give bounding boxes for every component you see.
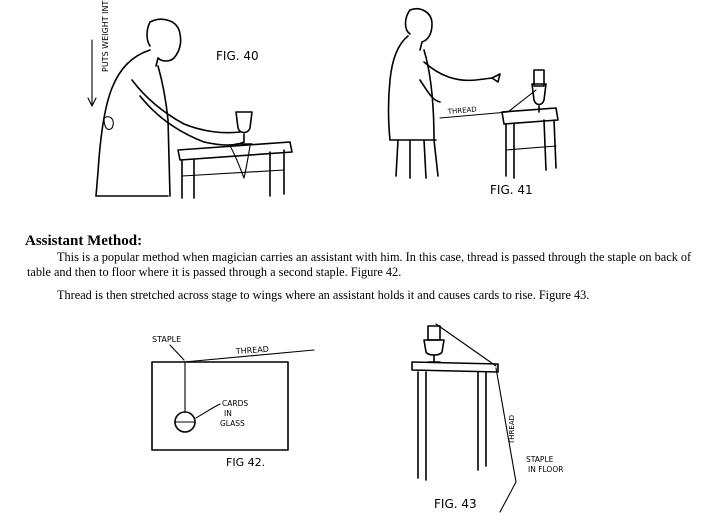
fig43-thread-wing [499,481,517,513]
fig40-arm-upper [131,79,241,134]
fig42-staple-pointer [169,344,185,361]
fig41-arm-right [423,61,493,82]
fig43-thread-label: THREAD [508,415,516,445]
fig41-caption: FIG. 41 [490,183,533,197]
fig41-back [387,35,409,141]
fig42-cards-pointer [195,403,221,419]
fig41-hair [404,9,411,35]
fig40-glass-stem [235,133,253,145]
fig40-back [95,49,151,197]
paragraph-1: This is a popular method when magician c… [27,250,692,279]
fig43-table-legs [417,371,487,481]
fig40-side-note: PUTS WEIGHT INTO POCKET [101,0,110,72]
fig41-glass-bowl [531,83,547,106]
fig40-arrow [87,39,97,107]
fig43-cards [427,325,441,341]
fig41-thread-label: THREAD [446,105,477,116]
fig42-thread-label: THREAD [235,345,270,356]
fig42-cards-line2: IN [224,409,232,418]
fig42-cards-line1: CARDS [222,399,248,408]
fig40-head-outline [149,18,182,67]
fig40-cloth [229,145,251,179]
fig43-table-top [411,361,499,373]
fig43-staple-line1: STAPLE [526,455,554,464]
fig43-glass-bowl [423,339,445,356]
fig40-table-rail [181,169,285,177]
fig42-staple-label: STAPLE [152,335,181,344]
fig41-thread-line [439,111,509,119]
fig40-pocket-hand [103,116,114,131]
fig41-thread-rise [507,89,537,113]
fig41-front [423,49,435,141]
fig40-hair [146,21,151,47]
fig41-table-top [501,107,559,125]
fig41-hand-right [491,73,501,83]
fig41-legs [395,139,439,179]
fig41-arm-left [419,79,441,103]
fig-41-illustration: THREAD FIG. 41 [387,8,559,197]
fig-42-illustration: STAPLE THREAD CARDS IN GLASS FIG 42. [151,335,315,469]
fig40-table-legs [181,149,285,199]
fig41-cards [533,69,545,87]
fig43-thread-top [435,323,497,367]
fig42-caption: FIG 42. [226,456,265,469]
fig43-thread-down [495,367,517,483]
fig40-front [157,65,171,197]
fig-40-illustration: PUTS WEIGHT INTO POCKET FIG. 40 [87,0,293,199]
section-heading: Assistant Method: [25,233,143,249]
fig42-table-rect [151,361,289,451]
fig42-thread-line [183,349,315,363]
fig43-staple-line2: IN FLOOR [528,465,563,474]
fig43-caption: FIG. 43 [434,497,477,511]
paragraph-2: Thread is then stretched across stage to… [57,288,590,302]
fig43-glass-stem [427,355,441,363]
fig40-table-top [177,141,293,161]
fig41-table-rail [505,145,557,151]
fig-43-illustration: THREAD STAPLE IN FLOOR FIG. 43 [411,323,563,513]
fig42-cards-line3: GLASS [220,419,245,428]
fig40-arm-lower [139,95,245,146]
fig40-caption: FIG. 40 [216,49,259,63]
fig40-glass-bowl [235,111,253,134]
fig41-head [409,8,433,51]
